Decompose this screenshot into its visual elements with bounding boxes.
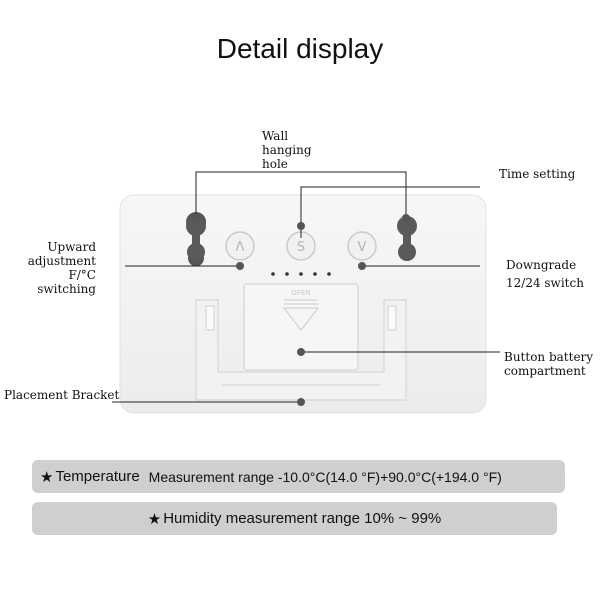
- battery-cover-text: OPEN: [291, 289, 310, 297]
- label-line: hole: [262, 157, 288, 171]
- battery-cover[interactable]: [243, 283, 359, 371]
- arrow-down-icon: [282, 299, 320, 331]
- label-line: Wall: [262, 129, 289, 143]
- spec-temperature: ★ Temperature Measurement range -10.0°C(…: [32, 460, 565, 493]
- star-icon: ★: [40, 468, 54, 486]
- label-battery-compartment: Button battery compartment: [504, 350, 593, 378]
- placement-bracket[interactable]: [195, 299, 407, 401]
- wall-hole-right: [397, 216, 417, 261]
- spec-temperature-range: Measurement range -10.0°C(14.0 °F)+90.0°…: [148, 468, 502, 485]
- spec-temperature-name: Temperature: [55, 468, 140, 485]
- label-line: adjustment: [27, 254, 96, 268]
- label-wall-hanging-hole: Wall hanging hole: [262, 129, 312, 171]
- down-button-glyph: V: [358, 240, 367, 255]
- label-line: Downgrade: [506, 258, 577, 272]
- label-line: Button battery: [504, 350, 594, 364]
- down-button[interactable]: [347, 231, 377, 261]
- page-title: Detail display: [216, 33, 384, 64]
- star-icon: ★: [147, 510, 162, 528]
- label-line: F/°C switching: [37, 268, 96, 296]
- label-line: compartment: [504, 364, 586, 378]
- spec-humidity-text: Humidity measurement range 10% ~ 99%: [163, 510, 442, 527]
- label-line: hanging: [262, 143, 312, 157]
- label-line: 12/24 switch: [506, 276, 584, 290]
- callout-dots: [192, 214, 410, 406]
- up-button-glyph: Λ: [236, 240, 245, 255]
- label-upward-adjustment: Upward adjustment F/°C switching: [10, 240, 96, 296]
- label-placement-bracket: Placement Bracket: [4, 388, 120, 402]
- wall-hole-left: [186, 212, 207, 267]
- set-button-glyph: S: [297, 240, 305, 255]
- label-downgrade: Downgrade 12/24 switch: [506, 258, 584, 290]
- label-time-setting: Time setting: [499, 167, 576, 181]
- callout-lines: [112, 171, 500, 403]
- label-line: Upward: [47, 240, 96, 254]
- up-button[interactable]: [225, 231, 255, 261]
- indicator-dots: [271, 272, 331, 276]
- spec-humidity: ★ Humidity measurement range 10% ~ 99%: [32, 502, 557, 535]
